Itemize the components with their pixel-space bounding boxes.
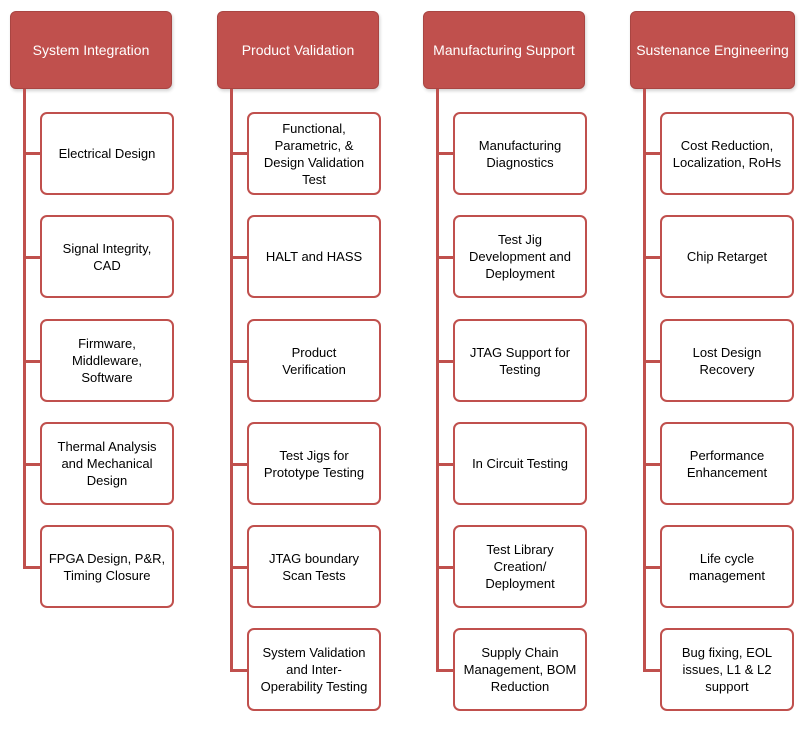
header-product-validation: Product Validation bbox=[217, 11, 379, 89]
item-lost-design-recovery: Lost Design Recovery bbox=[660, 319, 794, 402]
item-product-verification: Product Verification bbox=[247, 319, 381, 402]
connector-branch bbox=[436, 256, 454, 259]
item-jtag-support: JTAG Support for Testing bbox=[453, 319, 587, 402]
item-performance-enhancement: Performance Enhancement bbox=[660, 422, 794, 505]
connector-branch bbox=[230, 360, 248, 363]
item-test-jigs-prototype: Test Jigs for Prototype Testing bbox=[247, 422, 381, 505]
item-functional-parametric: Functional, Parametric, & Design Validat… bbox=[247, 112, 381, 195]
connector-trunk-system-integration bbox=[23, 89, 26, 567]
item-system-validation: System Validation and Inter- Operability… bbox=[247, 628, 381, 711]
connector-branch bbox=[436, 669, 454, 672]
connector-branch bbox=[230, 566, 248, 569]
connector-branch bbox=[436, 152, 454, 155]
item-fpga-design: FPGA Design, P&R, Timing Closure bbox=[40, 525, 174, 608]
item-life-cycle-management: Life cycle management bbox=[660, 525, 794, 608]
item-halt-hass: HALT and HASS bbox=[247, 215, 381, 298]
connector-branch bbox=[643, 566, 661, 569]
connector-trunk-manufacturing-support bbox=[436, 89, 439, 671]
item-chip-retarget: Chip Retarget bbox=[660, 215, 794, 298]
connector-branch bbox=[230, 152, 248, 155]
item-supply-chain: Supply Chain Management, BOM Reduction bbox=[453, 628, 587, 711]
connector-branch bbox=[230, 463, 248, 466]
connector-branch bbox=[643, 360, 661, 363]
item-test-library: Test Library Creation/ Deployment bbox=[453, 525, 587, 608]
item-test-jig-development: Test Jig Development and Deployment bbox=[453, 215, 587, 298]
connector-branch bbox=[23, 152, 41, 155]
connector-branch bbox=[230, 256, 248, 259]
header-manufacturing-support: Manufacturing Support bbox=[423, 11, 585, 89]
item-manufacturing-diagnostics: Manufacturing Diagnostics bbox=[453, 112, 587, 195]
item-signal-integrity-cad: Signal Integrity, CAD bbox=[40, 215, 174, 298]
connector-branch bbox=[23, 256, 41, 259]
header-sustenance-engineering: Sustenance Engineering bbox=[630, 11, 795, 89]
item-bug-fixing-eol: Bug fixing, EOL issues, L1 & L2 support bbox=[660, 628, 794, 711]
item-cost-reduction: Cost Reduction, Localization, RoHs bbox=[660, 112, 794, 195]
connector-trunk-product-validation bbox=[230, 89, 233, 671]
item-jtag-boundary-scan: JTAG boundary Scan Tests bbox=[247, 525, 381, 608]
header-system-integration: System Integration bbox=[10, 11, 172, 89]
item-firmware-middleware-software: Firmware, Middleware, Software bbox=[40, 319, 174, 402]
item-thermal-analysis: Thermal Analysis and Mechanical Design bbox=[40, 422, 174, 505]
connector-branch bbox=[436, 360, 454, 363]
connector-branch bbox=[643, 256, 661, 259]
connector-branch bbox=[436, 566, 454, 569]
connector-branch bbox=[23, 360, 41, 363]
connector-branch bbox=[643, 463, 661, 466]
connector-branch bbox=[23, 463, 41, 466]
connector-branch bbox=[23, 566, 41, 569]
connector-branch bbox=[643, 669, 661, 672]
connector-branch bbox=[230, 669, 248, 672]
item-electrical-design: Electrical Design bbox=[40, 112, 174, 195]
item-in-circuit-testing: In Circuit Testing bbox=[453, 422, 587, 505]
connector-trunk-sustenance-engineering bbox=[643, 89, 646, 671]
connector-branch bbox=[436, 463, 454, 466]
connector-branch bbox=[643, 152, 661, 155]
